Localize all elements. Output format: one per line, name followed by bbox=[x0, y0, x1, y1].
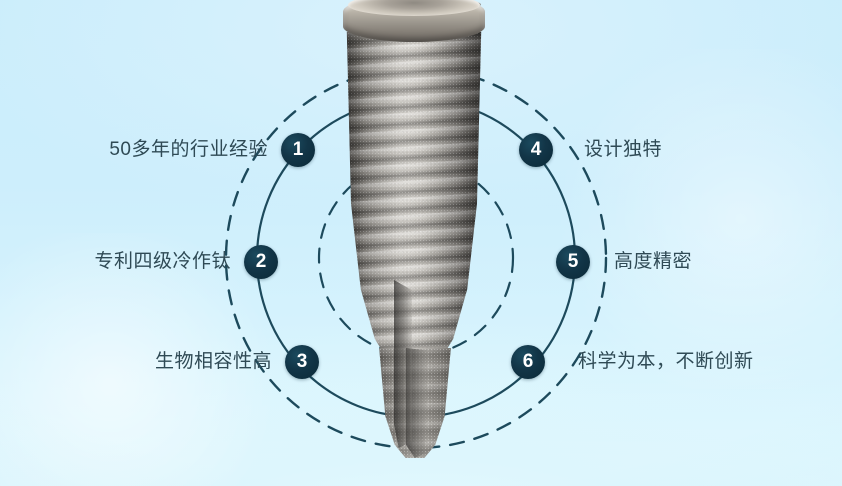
implant-thread-grooves bbox=[346, 32, 482, 362]
feature-badge-3[interactable]: 3 bbox=[285, 345, 319, 379]
dental-implant-illustration bbox=[330, 0, 498, 476]
feature-label-3: 生物相容性高 bbox=[154, 351, 272, 372]
implant-threaded-body bbox=[346, 32, 482, 362]
feature-badge-1[interactable]: 1 bbox=[281, 133, 315, 167]
implant-body-shading bbox=[346, 32, 482, 362]
implant-tapered-apex bbox=[379, 348, 451, 458]
implant-surface-texture bbox=[346, 32, 482, 362]
feature-badge-5[interactable]: 5 bbox=[556, 245, 590, 279]
feature-badge-2[interactable]: 2 bbox=[244, 245, 278, 279]
implant-cutting-flute bbox=[394, 280, 412, 448]
feature-label-4: 设计独特 bbox=[584, 139, 663, 160]
feature-label-5: 高度精密 bbox=[614, 251, 693, 272]
implant-collar-rim bbox=[348, 0, 480, 16]
feature-label-1: 50多年的行业经验 bbox=[109, 139, 268, 160]
implant-thread-highlights bbox=[346, 32, 482, 362]
feature-badge-6[interactable]: 6 bbox=[511, 345, 545, 379]
feature-label-2: 专利四级冷作钛 bbox=[94, 251, 231, 272]
feature-label-6: 科学为本，不断创新 bbox=[578, 351, 754, 372]
feature-badge-4[interactable]: 4 bbox=[519, 133, 553, 167]
outer-dashed-ring bbox=[224, 66, 608, 450]
